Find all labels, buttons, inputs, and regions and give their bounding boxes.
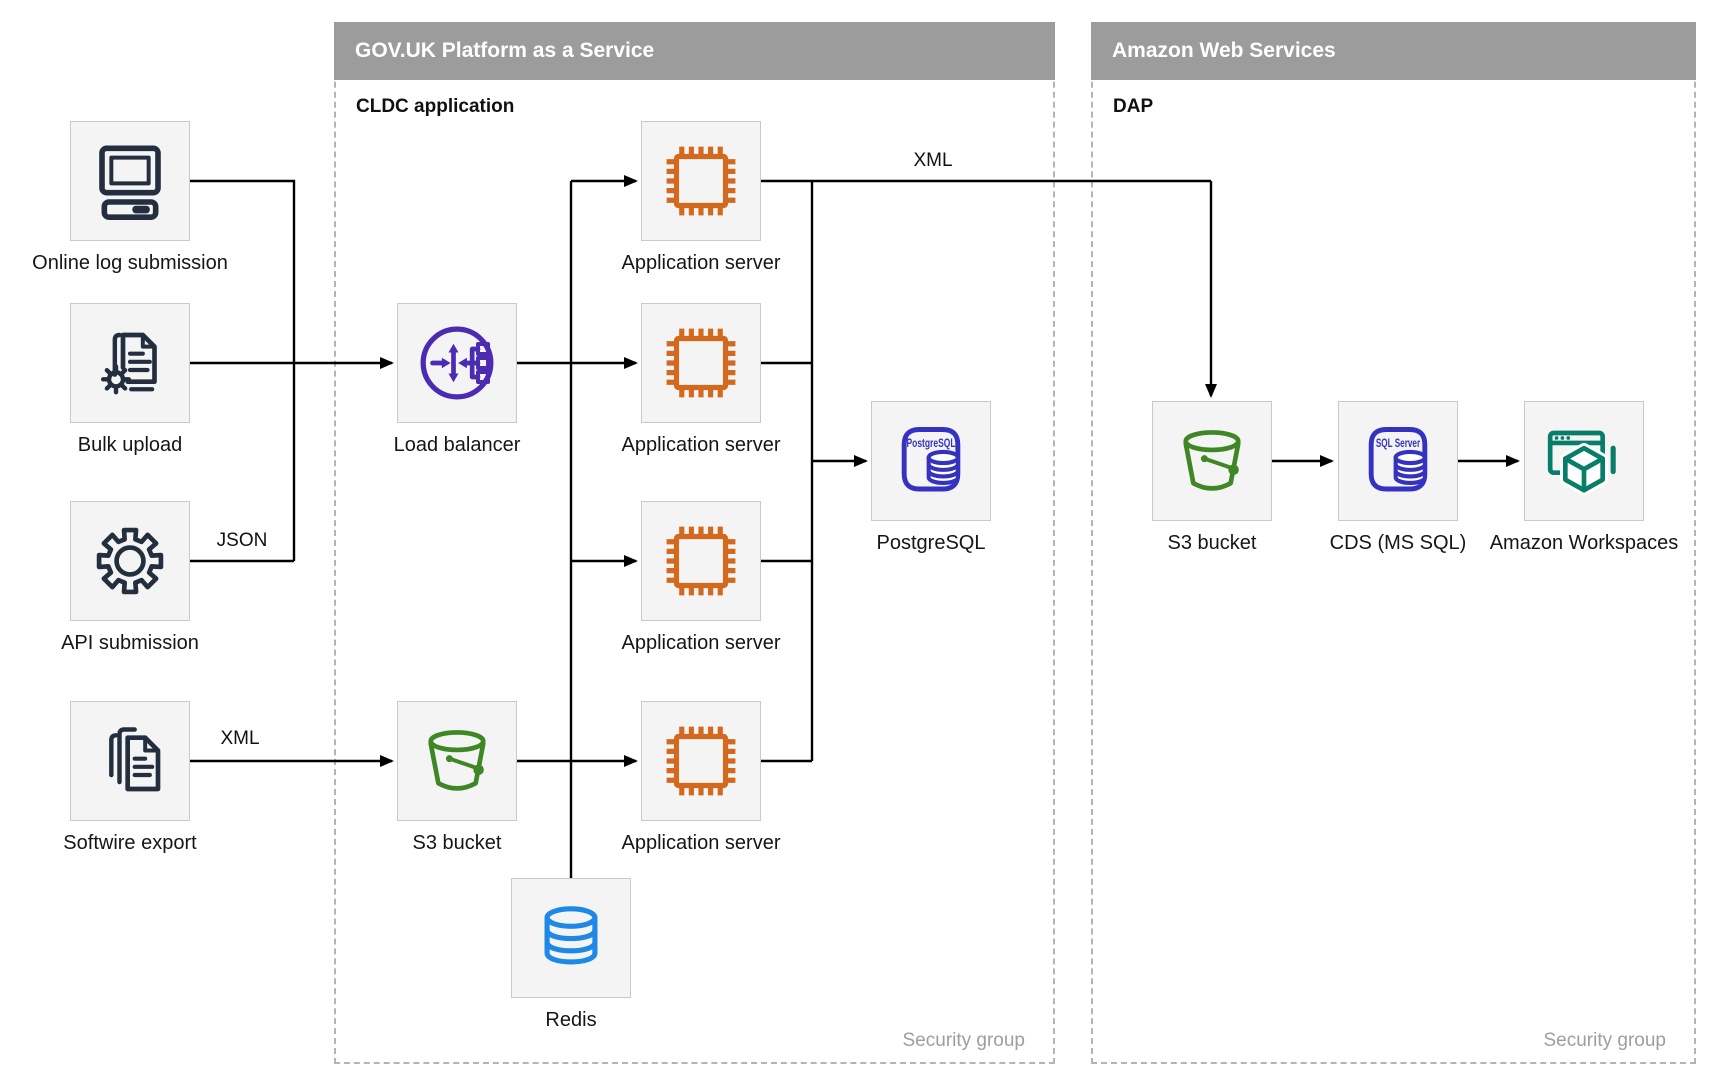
- documents-icon: [88, 719, 172, 803]
- postgresql-icon-text: PostgreSQL: [907, 437, 956, 450]
- paas-security-group-label: Security group: [902, 1030, 1025, 1051]
- node-softwire-export: Softwire export: [63, 701, 197, 854]
- load-balancer-icon: [415, 321, 499, 405]
- node-label: Application server: [621, 434, 781, 456]
- chip-icon: [659, 139, 743, 223]
- node-label: Bulk upload: [77, 434, 183, 456]
- aws-title: Amazon Web Services: [1112, 39, 1336, 62]
- sql-server-icon: SQL Server: [1368, 427, 1428, 492]
- edge-label-xml-softwire: XML: [220, 728, 260, 749]
- paas-header: GOV.UK Platform as a Service: [334, 22, 1055, 80]
- chip-icon: [659, 321, 743, 405]
- node-label: Application server: [621, 252, 781, 274]
- node-amazon-workspaces: Amazon Workspaces: [1490, 401, 1678, 554]
- edge-label-xml-aws: XML: [913, 150, 953, 171]
- aws-container: Amazon Web Services DAP Security group: [1091, 22, 1696, 1064]
- node-bulk-upload: Bulk upload: [70, 303, 190, 456]
- aws-sublabel: DAP: [1113, 96, 1154, 117]
- chip-icon: [659, 719, 743, 803]
- database-icon: [529, 896, 613, 980]
- node-application-server-1: Application server: [622, 121, 780, 274]
- node-label: Amazon Workspaces: [1489, 532, 1679, 554]
- postgresql-icon: PostgreSQL: [901, 427, 961, 492]
- node-label: Softwire export: [63, 832, 197, 854]
- node-api-submission: API submission: [61, 501, 199, 654]
- node-s3-bucket-aws: S3 bucket: [1152, 401, 1272, 554]
- plain-wires: [190, 179, 1211, 878]
- node-cds-ms-sql: SQL Server CDS (MS SQL): [1330, 401, 1466, 554]
- computer-icon: [88, 139, 172, 223]
- node-label: PostgreSQL: [876, 532, 986, 554]
- node-application-server-3: Application server: [622, 501, 780, 654]
- node-label: Online log submission: [32, 252, 228, 274]
- bucket-icon: [1170, 419, 1254, 503]
- paas-container: GOV.UK Platform as a Service CLDC applic…: [334, 22, 1055, 1064]
- document-gear-icon: [88, 321, 172, 405]
- node-label: S3 bucket: [1167, 532, 1257, 554]
- node-label: API submission: [61, 632, 199, 654]
- node-application-server-2: Application server: [622, 303, 780, 456]
- node-label: Application server: [621, 632, 781, 654]
- aws-header: Amazon Web Services: [1091, 22, 1696, 80]
- workspaces-icon: [1542, 419, 1626, 503]
- node-label: Load balancer: [393, 434, 521, 456]
- edge-label-json: JSON: [216, 530, 268, 551]
- node-label: CDS (MS SQL): [1329, 532, 1467, 554]
- node-application-server-4: Application server: [622, 701, 780, 854]
- node-label: Redis: [545, 1009, 597, 1031]
- gear-icon: [88, 519, 172, 603]
- paas-title: GOV.UK Platform as a Service: [355, 39, 655, 62]
- aws-security-group-label: Security group: [1543, 1030, 1666, 1051]
- bucket-icon: [415, 719, 499, 803]
- node-load-balancer: Load balancer: [394, 303, 520, 456]
- node-s3-bucket-paas: S3 bucket: [397, 701, 517, 854]
- paas-sublabel: CLDC application: [356, 96, 515, 117]
- node-label: Application server: [621, 832, 781, 854]
- node-label: S3 bucket: [412, 832, 502, 854]
- node-redis: Redis: [511, 878, 631, 1031]
- chip-icon: [659, 519, 743, 603]
- sql-server-icon-text: SQL Server: [1376, 437, 1421, 450]
- node-online-log-submission: Online log submission: [32, 121, 228, 274]
- node-postgresql: PostgreSQL PostgreSQL: [871, 401, 991, 554]
